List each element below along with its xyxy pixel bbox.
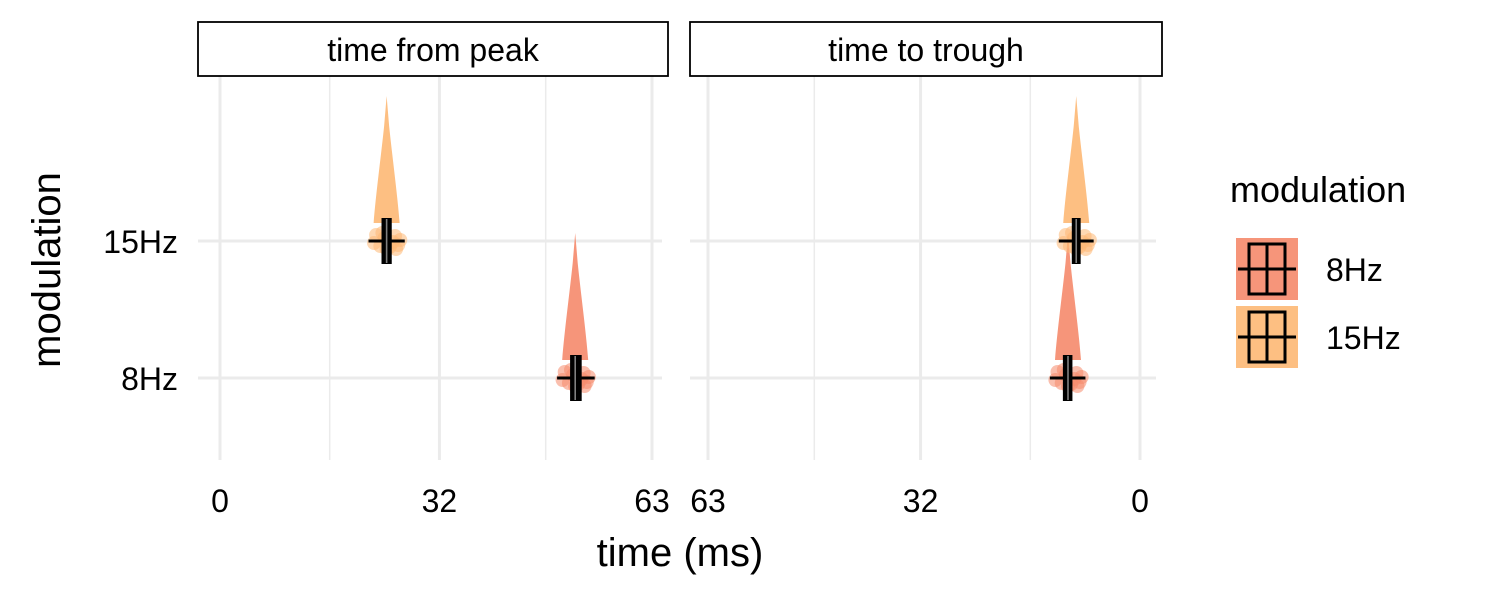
- violin-15Hz: [373, 96, 400, 223]
- facet-strip-label: time to trough: [828, 32, 1024, 68]
- x-tick-label: 0: [211, 483, 229, 519]
- violin-8Hz: [562, 233, 589, 360]
- legend-label: 15Hz: [1326, 320, 1401, 356]
- violin-15Hz: [1063, 96, 1090, 223]
- facet-panel: time from peak 0 32 63: [197, 21, 670, 519]
- x-tick-label: 32: [903, 483, 939, 519]
- y-tick-label: 15Hz: [103, 224, 178, 260]
- facet-strip: [689, 21, 1163, 77]
- facet-strip: [197, 21, 669, 77]
- x-tick-label: 63: [690, 483, 726, 519]
- x-tick-label: 63: [634, 483, 670, 519]
- violin-8Hz: [1055, 233, 1081, 360]
- y-axis-title: modulation: [25, 172, 69, 368]
- facet-panel: time to trough 63 32 0: [689, 21, 1163, 519]
- y-tick-label: 8Hz: [121, 361, 178, 397]
- x-tick-label: 32: [422, 483, 458, 519]
- x-tick-label: 0: [1131, 483, 1149, 519]
- legend: modulation 8Hz 15Hz: [1230, 169, 1406, 368]
- facet-strip-label: time from peak: [327, 32, 540, 68]
- legend-title: modulation: [1230, 169, 1406, 210]
- legend-label: 8Hz: [1326, 252, 1383, 288]
- x-axis-title: time (ms): [597, 531, 764, 575]
